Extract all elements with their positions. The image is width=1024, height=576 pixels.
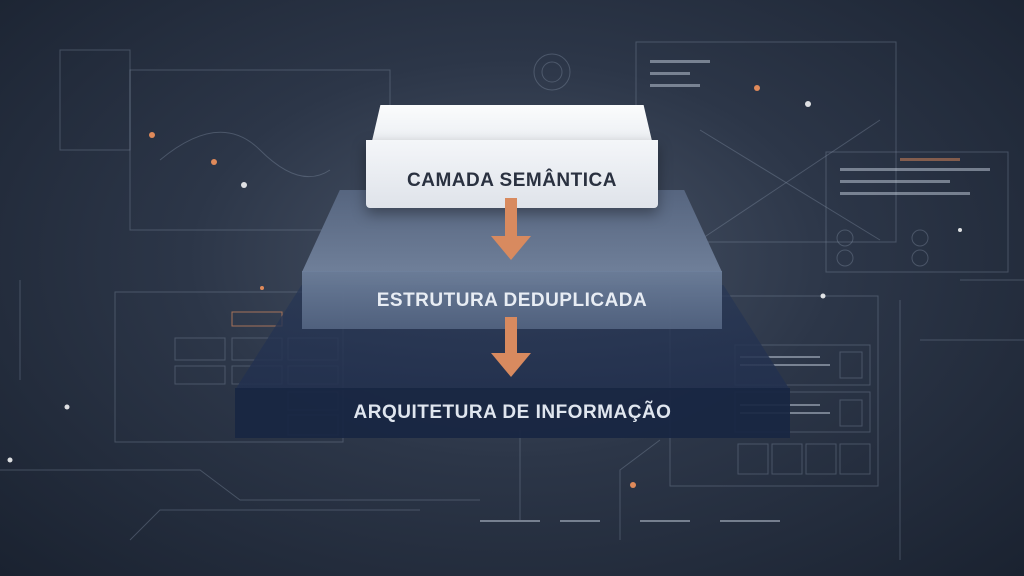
bottom-layer-arquitetura: ARQUITETURA DE INFORMAÇÃO	[235, 388, 790, 438]
layer-label: ESTRUTURA DEDUPLICADA	[376, 290, 648, 311]
layer-label: ARQUITETURA DE INFORMAÇÃO	[353, 402, 672, 423]
down-arrow-icon	[491, 198, 531, 260]
top-layer-top-face	[372, 105, 652, 141]
top-layer-camada: CAMADA SEMÂNTICA	[366, 140, 658, 208]
down-arrow-icon	[491, 317, 531, 377]
layer-label: CAMADA SEMÂNTICA	[407, 170, 617, 191]
